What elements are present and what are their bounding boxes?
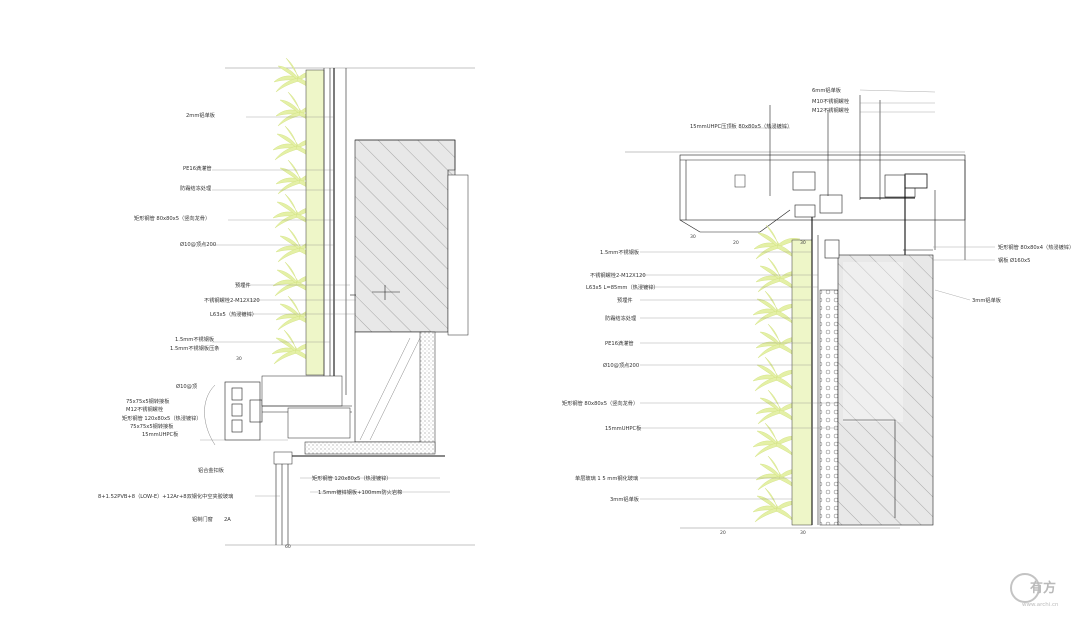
right-label: 15mmUHPC板	[605, 424, 642, 432]
right-label: 1.5mm不锈钢板	[600, 248, 640, 256]
left-label: 1.5mm不锈钢板压条	[170, 344, 219, 352]
left-label: Ø10@顶点200	[180, 241, 216, 248]
watermark-url: www.archi.cn	[1022, 602, 1059, 608]
left-label: 2A	[224, 517, 231, 523]
left-label: 矩形钢管 120x80x5（热浸镀锌）	[122, 414, 201, 422]
right-label: PE16滴灌管	[605, 339, 634, 347]
left-label: 矩形钢管 120x80x5（热浸镀锌）	[312, 474, 391, 482]
right-dim-label: 20	[733, 240, 739, 246]
left-label: 预埋件	[235, 281, 251, 289]
right-label: 3mm铝单板	[972, 296, 1002, 304]
left-label: 不锈钢螺栓2-M12X120	[204, 296, 260, 304]
watermark-brand: 有方	[1030, 580, 1056, 596]
right-dim-label: 30	[800, 240, 806, 246]
left-label: M12不锈钢螺栓	[126, 405, 164, 413]
right-label: 单层玻璃 1 5 mm钢化玻璃	[575, 474, 638, 482]
left-label: 75x75x5钢转接板	[130, 422, 174, 430]
left-dim-label: 60	[285, 544, 291, 550]
right-label: 15mmUHPC压顶板 80x80x5（热浸镀锌）	[690, 122, 792, 130]
left-label: L63x5（热浸镀锌）	[210, 310, 257, 318]
right-label: M10不锈钢螺栓	[812, 97, 850, 105]
left-label: 8+1.52PVB+8（LOW-E）+12Ar+8双钢化中空夹胶玻璃	[98, 492, 233, 500]
left-label: 铝合金扣板	[198, 466, 225, 474]
left-label: 2mm铝单板	[186, 111, 216, 119]
right-detail: 30 20 30 30 20 6mm铝单板 M10不锈钢螺栓 M12不锈钢螺栓 …	[562, 86, 1074, 536]
right-label: 防霜结冻处理	[605, 314, 637, 322]
left-label: PE16滴灌管	[183, 164, 212, 172]
left-label: Ø10@顶	[176, 383, 197, 390]
watermark-logo-icon	[1010, 573, 1040, 603]
left-label: 1.5mm不锈钢板	[175, 335, 215, 343]
right-label: L63x5 L=85mm（热浸镀锌）	[586, 283, 659, 291]
right-label: 矩形钢管 80x80x4（热浸镀锌）	[998, 243, 1074, 251]
left-detail: 30 60 2mm铝单板 PE16滴灌管 防霜结冻处理 矩形钢管 80x80x5…	[98, 57, 475, 550]
left-label: 75x75x5钢转接板	[126, 397, 170, 405]
left-label: 15mmUHPC板	[142, 430, 179, 438]
right-dim-label: 30	[800, 530, 806, 536]
right-label: 预埋件	[617, 296, 633, 304]
left-dim-label: 30	[236, 356, 242, 362]
right-label: 钢板 Ø160x5	[998, 256, 1030, 264]
left-label: 防霜结冻处理	[180, 184, 212, 192]
right-dim-label: 30	[690, 234, 696, 240]
left-label: 铝制门窗	[192, 515, 213, 523]
right-label: Ø10@顶点200	[603, 362, 639, 369]
right-label: 不锈钢螺栓2-M12X120	[590, 271, 646, 279]
right-label: M12不锈钢螺栓	[812, 106, 850, 114]
left-label: 矩形钢管 80x80x5（竖向龙骨）	[134, 214, 210, 222]
right-label: 矩形钢管 80x80x5（竖向龙骨）	[562, 399, 638, 407]
right-label: 6mm铝单板	[812, 86, 842, 94]
left-label: 1.5mm镀锌钢板+100mm防火岩棉	[318, 488, 402, 496]
right-dim-label: 20	[720, 530, 726, 536]
right-label: 3mm铝单板	[610, 495, 640, 503]
watermark: 有方 www.archi.cn	[1010, 573, 1059, 608]
